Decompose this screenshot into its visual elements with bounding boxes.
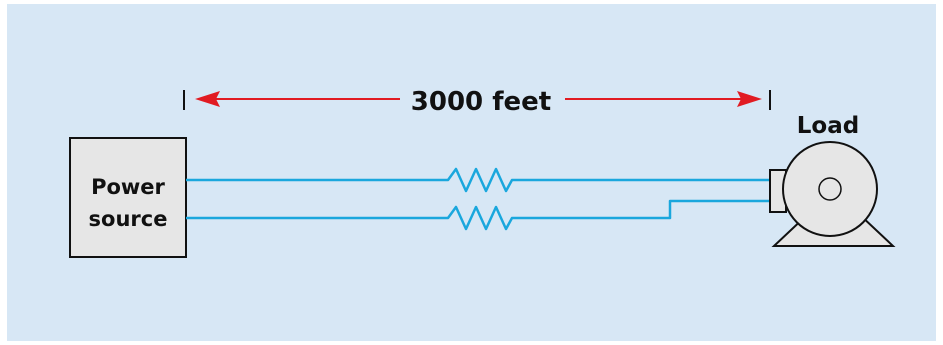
power-source-label-line-1: Power <box>91 175 165 199</box>
distance-label: 3000 feet <box>411 87 551 117</box>
upper-wire <box>186 167 772 193</box>
load-label: Load <box>797 113 859 139</box>
power-source-box <box>69 137 187 258</box>
lower-wire <box>186 199 772 231</box>
transmission-lines <box>186 167 772 231</box>
right-arrow-head <box>737 91 762 107</box>
dimension-indicator: 3000 feet <box>183 87 771 117</box>
power-source: Power source <box>69 137 187 258</box>
motor-shaft-icon <box>818 177 842 201</box>
left-arrow-head <box>195 91 220 107</box>
load-motor: Load <box>769 113 896 247</box>
power-source-label-line-2: source <box>89 207 168 231</box>
